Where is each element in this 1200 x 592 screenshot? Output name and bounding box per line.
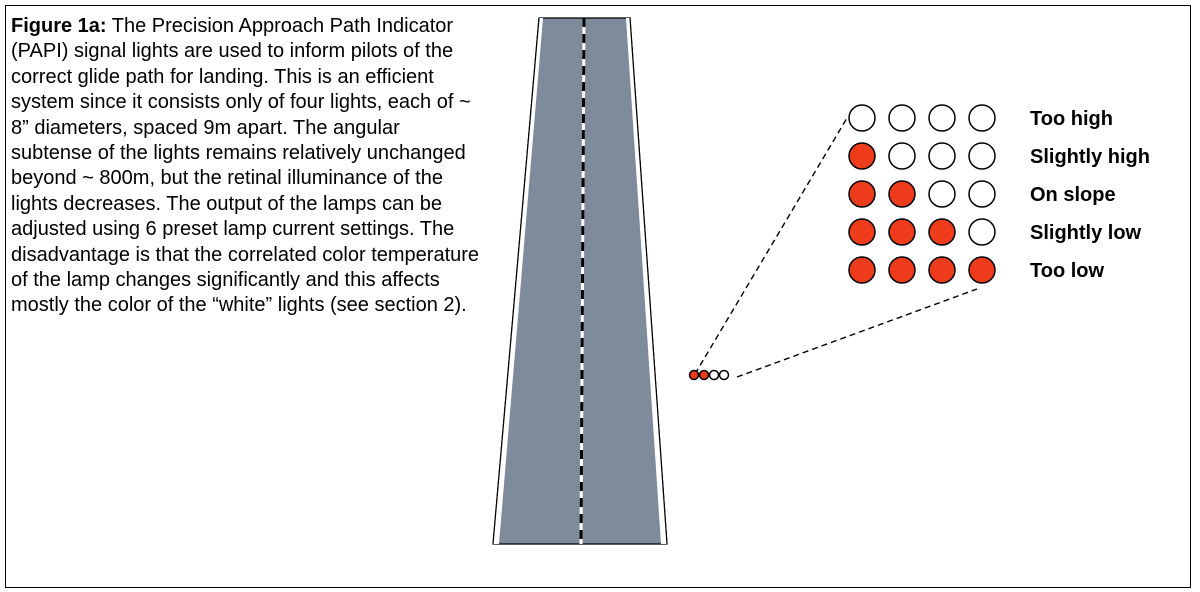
papi-light-red <box>848 142 876 170</box>
papi-light-red <box>888 256 916 284</box>
papi-state-label: Slightly high <box>1030 146 1150 168</box>
runway-outline-right <box>629 17 668 545</box>
papi-light-white <box>968 142 996 170</box>
papi-row: Too high <box>848 104 1113 132</box>
figure-caption: Figure 1a: The Precision Approach Path I… <box>11 14 481 319</box>
papi-light-white <box>928 104 956 132</box>
figure-border <box>5 5 1191 588</box>
runway-papi-light-white <box>708 369 720 381</box>
papi-state-label: On slope <box>1030 184 1116 206</box>
papi-light-white <box>968 104 996 132</box>
papi-state-label: Too high <box>1030 108 1113 130</box>
papi-light-white <box>928 180 956 208</box>
caption-label: Figure 1a: <box>11 15 107 37</box>
papi-light-red <box>928 218 956 246</box>
runway-papi-light-red <box>688 369 700 381</box>
papi-row: Slightly low <box>848 218 1142 246</box>
papi-light-red <box>848 180 876 208</box>
zoom-line-lower <box>736 288 978 378</box>
runway-edge-left <box>493 18 543 544</box>
runway <box>492 17 668 545</box>
runway-outline-left <box>492 17 540 545</box>
papi-row: On slope <box>848 180 1116 208</box>
runway-centerline-dashes <box>579 17 586 545</box>
papi-light-red <box>968 256 996 284</box>
papi-light-white <box>888 104 916 132</box>
papi-light-red <box>928 256 956 284</box>
papi-light-white <box>848 104 876 132</box>
papi-light-red <box>888 180 916 208</box>
runway-papi-light-red <box>698 369 710 381</box>
papi-light-white <box>888 142 916 170</box>
papi-row: Too low <box>848 256 1104 284</box>
papi-light-white <box>968 218 996 246</box>
zoom-line-upper <box>694 117 848 375</box>
papi-row: Slightly high <box>848 142 1150 170</box>
runway-papi-light-white <box>718 369 730 381</box>
papi-state-label: Slightly low <box>1030 222 1142 244</box>
papi-light-red <box>848 256 876 284</box>
caption-text: The Precision Approach Path Indicator (P… <box>11 15 480 317</box>
runway-edge-right <box>626 18 667 544</box>
papi-light-white <box>968 180 996 208</box>
papi-light-white <box>928 142 956 170</box>
runway-side-papi <box>688 369 730 381</box>
papi-light-red <box>888 218 916 246</box>
papi-state-label: Too low <box>1030 260 1104 282</box>
papi-light-red <box>848 218 876 246</box>
